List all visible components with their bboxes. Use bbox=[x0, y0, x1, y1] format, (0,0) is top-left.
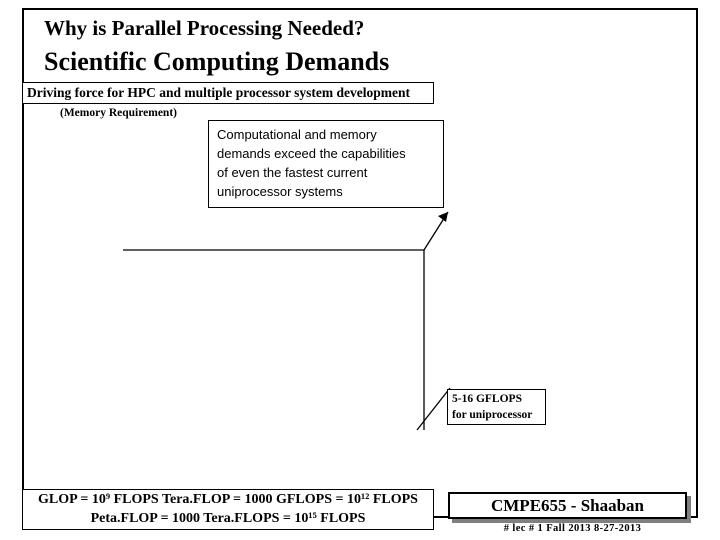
formula-line-2: Peta.FLOP = 1000 Tera.FLOPS = 10¹⁵ FLOPS bbox=[90, 510, 366, 526]
page-subtitle: Scientific Computing Demands bbox=[44, 47, 390, 76]
page-title: Why is Parallel Processing Needed? bbox=[44, 16, 365, 40]
computational-note-line-2: demands exceed the capabilities bbox=[217, 145, 406, 161]
computational-note-line-3: of even the fastest current bbox=[217, 164, 368, 180]
computational-note-line-4: uniprocessor systems bbox=[217, 183, 343, 199]
flops-formula-box: GLOP = 10⁹ FLOPS Tera.FLOP = 1000 GFLOPS… bbox=[22, 489, 434, 530]
gflops-note-line-1: 5-16 GFLOPS bbox=[452, 393, 522, 405]
gflops-note-line-2: for uniprocessor bbox=[452, 408, 533, 421]
driving-force-box: Driving force for HPC and multiple proce… bbox=[22, 82, 434, 104]
course-footer: CMPE655 - Shaaban bbox=[448, 492, 687, 519]
gflops-note-box: 5-16 GFLOPS for uniprocessor bbox=[447, 389, 546, 425]
computational-demands-box: Computational and memory demands exceed … bbox=[208, 120, 444, 208]
memory-requirement-label: (Memory Requirement) bbox=[60, 107, 177, 119]
footer-meta: # lec # 1 Fall 2013 8-27-2013 bbox=[503, 523, 642, 534]
formula-line-1: GLOP = 10⁹ FLOPS Tera.FLOP = 1000 GFLOPS… bbox=[38, 491, 418, 507]
computational-note-line-1: Computational and memory bbox=[217, 127, 377, 142]
